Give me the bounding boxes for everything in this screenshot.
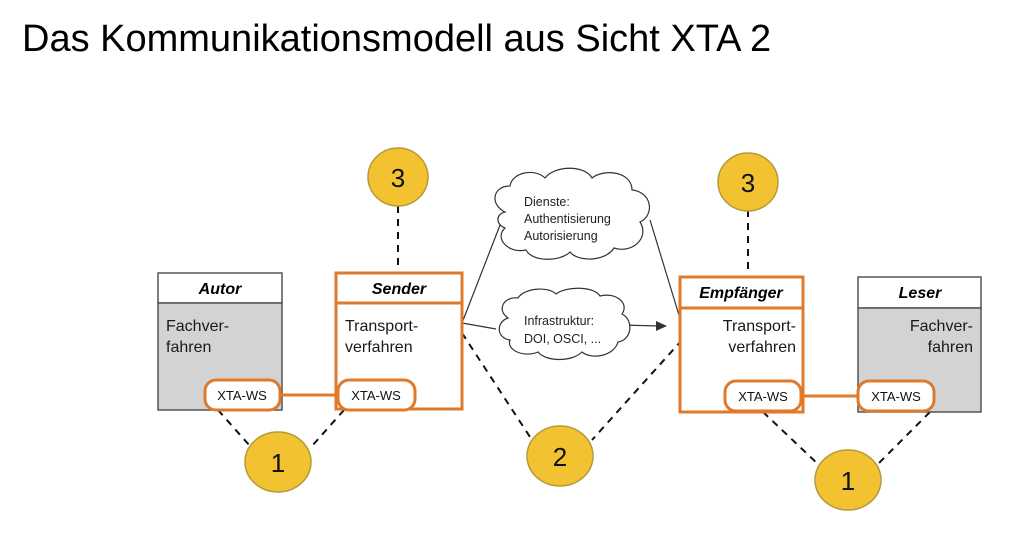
circle-2-label: 2	[553, 442, 567, 472]
circle-3-right: 3	[717, 152, 779, 212]
sender-line2: verfahren	[345, 339, 413, 356]
cloud-infrastruktur: Infrastruktur: DOI, OSCI, ...	[498, 287, 631, 361]
autor-header: Autor	[198, 281, 242, 298]
circle-3-left-label: 3	[391, 163, 405, 193]
circle-3-right-label: 3	[741, 168, 755, 198]
cloud-infra-line1: Infrastruktur:	[524, 314, 594, 328]
xta-ws-autor: XTA-WS	[203, 378, 282, 412]
leser-header: Leser	[899, 285, 942, 302]
circle-1-right: 1	[814, 449, 882, 511]
leser-line1: Fachver-	[910, 318, 973, 335]
cloud-infra-line2: DOI, OSCI, ...	[524, 332, 601, 346]
circle-2: 2	[526, 425, 594, 487]
xta-ws-sender: XTA-WS	[336, 378, 417, 412]
page-title: Das Kommunikationsmodell aus Sicht XTA 2	[22, 18, 772, 60]
leser-line2: fahren	[928, 339, 973, 356]
arrow-head-icon	[656, 321, 667, 331]
empfaenger-header: Empfänger	[699, 285, 783, 302]
sender-header: Sender	[372, 281, 427, 298]
circle-1-right-label: 1	[841, 466, 855, 496]
circle-1-left: 1	[244, 431, 312, 493]
xta-ws-leser: XTA-WS	[856, 379, 936, 413]
circle-3-left: 3	[367, 147, 429, 207]
xta-ws-leser-label: XTA-WS	[871, 389, 921, 404]
cloud-dienste-line3: Autorisierung	[524, 229, 598, 243]
xta-ws-empfaenger-label: XTA-WS	[738, 389, 788, 404]
sender-line1: Transport-	[345, 318, 418, 335]
autor-box: Autor Fachver- fahren	[157, 272, 283, 411]
xta-ws-sender-label: XTA-WS	[351, 388, 401, 403]
empfaenger-line1: Transport-	[723, 318, 796, 335]
xta-ws-autor-label: XTA-WS	[217, 388, 267, 403]
cloud-dienste: Dienste: Authentisierung Autorisierung	[494, 167, 650, 260]
xta-ws-empfaenger: XTA-WS	[723, 379, 803, 413]
cloud-dienste-line2: Authentisierung	[524, 212, 611, 226]
cloud-dienste-line1: Dienste:	[524, 195, 570, 209]
autor-line1: Fachver-	[166, 318, 229, 335]
autor-line2: fahren	[166, 339, 211, 356]
dashed-connectors	[217, 206, 931, 467]
circle-1-left-label: 1	[271, 448, 285, 478]
empfaenger-line2: verfahren	[728, 339, 796, 356]
xta-ws-links	[278, 393, 860, 398]
